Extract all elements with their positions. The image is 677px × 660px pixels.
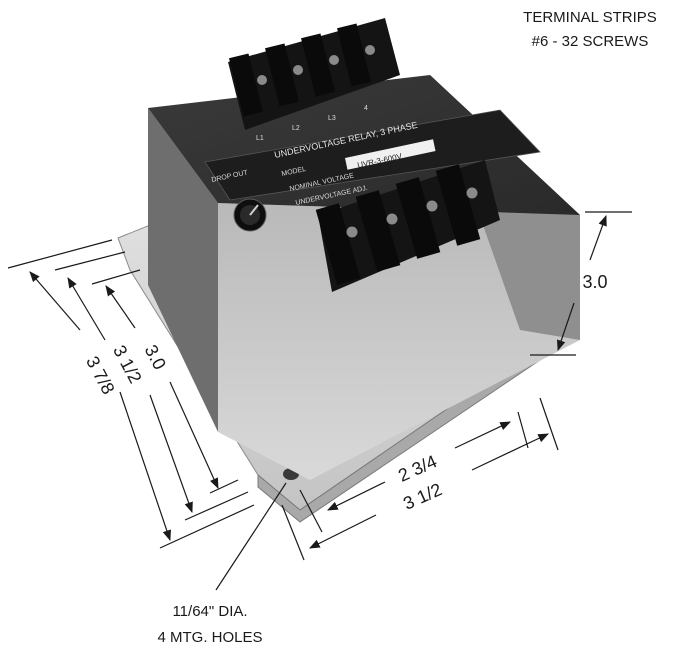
relay-device: UNDERVOLTAGE RELAY, 3 PHASE MODEL NOMINA… [117, 18, 580, 523]
front-terminal-strip [315, 160, 500, 292]
terminal-number: 4 [364, 105, 368, 112]
housing-front-face [218, 203, 580, 480]
depth-dimension-lines [7, 239, 255, 549]
callout-terminal-strips-line1: TERMINAL STRIPS [523, 9, 657, 26]
callout-mounting-holes-line1: 11/64" DIA. [172, 603, 247, 620]
callout-terminal-strips-line2: #6 - 32 SCREWS [532, 33, 649, 50]
leader-line [215, 482, 287, 591]
height-dimension [530, 211, 632, 356]
dimension-height-label: 3.0 [582, 272, 607, 292]
dimension-depth-outer-label: 3 7/8 [82, 353, 118, 398]
mounting-holes-callout: 11/64" DIA. 4 MTG. HOLES [157, 482, 287, 646]
housing-left-face [148, 108, 218, 432]
width-dimension-lines [281, 397, 559, 561]
terminal-number: L1 [256, 135, 264, 142]
top-terminal-strip: L1 L2 L3 4 [228, 18, 400, 142]
terminal-strips-callout: TERMINAL STRIPS #6 - 32 SCREWS [523, 9, 657, 50]
dropout-adjust-knob [233, 198, 267, 232]
dimension-width-outer-label: 3 1/2 [400, 479, 445, 514]
model-field [345, 139, 436, 170]
callout-mounting-holes-line2: 4 MTG. HOLES [157, 629, 262, 646]
terminal-number: L2 [292, 125, 300, 132]
terminal-number: L3 [328, 115, 336, 122]
dimension-depth-inner-label: 3.0 [141, 341, 170, 372]
